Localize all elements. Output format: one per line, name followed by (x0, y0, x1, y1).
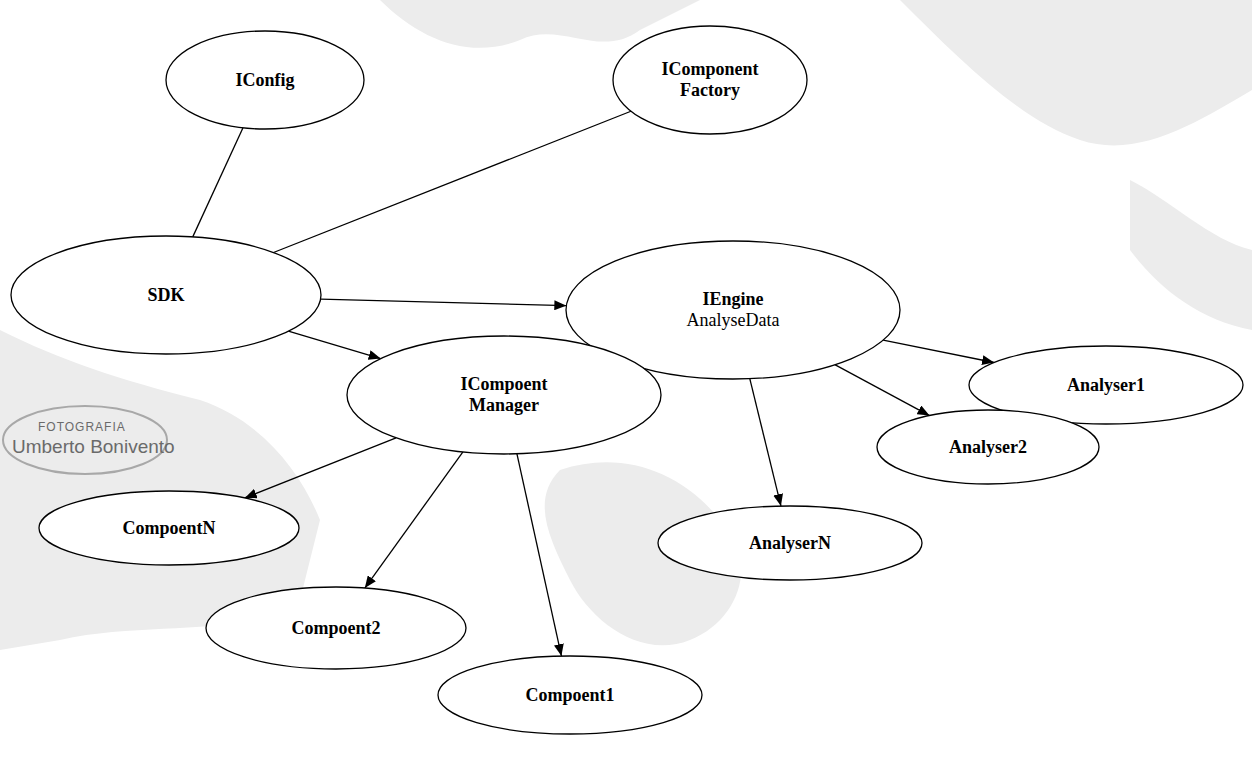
ellipse-shape (39, 491, 299, 565)
connector (245, 438, 396, 498)
ellipse-shape (658, 506, 922, 580)
connector (835, 365, 930, 416)
class-ellipse: CompoentN (38, 490, 300, 566)
connector (883, 340, 994, 362)
node-text-group: AnalyserN (657, 505, 923, 581)
connector (288, 331, 380, 358)
node-title: Compoent2 (292, 618, 381, 639)
node-title: IConfig (235, 70, 294, 91)
node-body: AnalyseData (687, 310, 780, 331)
class-ellipse: Compoent1 (437, 655, 703, 735)
connector (193, 128, 243, 237)
connector (517, 454, 562, 656)
ellipse-shape (438, 656, 702, 734)
ellipse-shape (166, 31, 364, 129)
class-ellipse: IComponent Factory (612, 25, 808, 135)
class-ellipse: Analyser2 (876, 409, 1100, 485)
node-title: Analyser1 (1067, 375, 1145, 396)
ellipse-shape (613, 26, 807, 134)
node-title: AnalyserN (749, 533, 831, 554)
class-ellipse: IConfig (165, 30, 365, 130)
texture-blob (900, 0, 1252, 145)
node-text-group: Compoent1 (437, 655, 703, 735)
connector (750, 379, 781, 506)
node-text-group: IConfig (165, 30, 365, 130)
node-text-group: CompoentN (38, 490, 300, 566)
node-title: IComponent Factory (650, 59, 770, 100)
node-title: Compoent1 (526, 685, 615, 706)
node-title: IEngine (702, 289, 763, 310)
node-text-group: Compoent2 (205, 586, 467, 670)
node-text-group: Analyser2 (876, 409, 1100, 485)
node-text-group: IComponent Factory (612, 25, 808, 135)
node-title: SDK (147, 285, 184, 306)
ellipse-shape (347, 336, 661, 454)
node-title: CompoentN (123, 518, 216, 539)
texture-blob (1130, 180, 1252, 330)
node-text-group: ICompoent Manager (346, 335, 662, 455)
node-text-group: SDK (10, 235, 322, 355)
ellipse-shape (877, 410, 1099, 484)
node-title: Analyser2 (949, 437, 1027, 458)
class-ellipse: Compoent2 (205, 586, 467, 670)
node-title: ICompoent Manager (449, 374, 559, 415)
connector (274, 111, 631, 252)
ellipse-shape (206, 587, 466, 669)
stamp-label: Umberto Bonivento (12, 436, 175, 458)
ellipse-shape (11, 236, 321, 354)
class-ellipse: ICompoent Manager (346, 335, 662, 455)
class-ellipse: SDK (10, 235, 322, 355)
connector (365, 452, 463, 588)
connector (321, 299, 567, 306)
class-ellipse: AnalyserN (657, 505, 923, 581)
stamp-label: FOTOGRAFIA (38, 420, 126, 434)
